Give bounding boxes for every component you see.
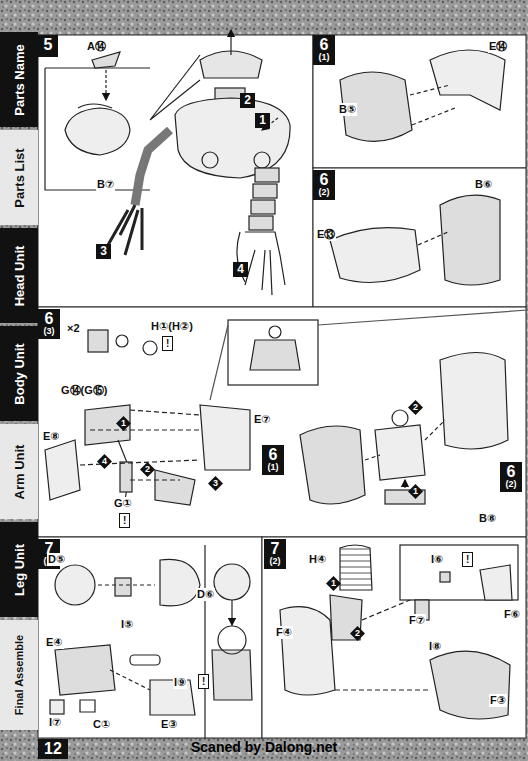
node-text: 2 (413, 402, 418, 412)
node-text: 6 (503, 464, 519, 480)
node-text: Parts List (12, 148, 27, 207)
node-text: Leg Unit (12, 544, 27, 596)
index-tab: Parts List (0, 130, 38, 225)
node-text: (2) (316, 188, 332, 197)
callout-number: 2 (350, 626, 365, 641)
part-label: F⑥ (503, 608, 521, 621)
part-label: F③ (489, 694, 507, 707)
part-label: H④ (308, 553, 327, 566)
part-label: I⑨ (173, 676, 187, 689)
part-label: B⑤ (338, 103, 357, 116)
node-text: 12 (41, 741, 65, 757)
callout-number: 3 (208, 476, 223, 491)
part-label: A⑭ (86, 40, 107, 53)
node-text: 6 (316, 172, 332, 188)
callout-number: 2 (240, 93, 255, 108)
callout-number: 1 (408, 484, 423, 499)
part-label: B⑥ (474, 178, 493, 191)
node-text: 5 (41, 37, 55, 53)
node-text: (2) (503, 480, 519, 489)
callout-number: 1 (255, 113, 270, 128)
part-label: E④ (45, 636, 64, 649)
step-number: 6(1) (262, 445, 284, 475)
step-number: 6(2) (313, 170, 335, 200)
node-text: (1) (265, 463, 281, 472)
step-number: 5 (38, 35, 58, 57)
part-label: D⑤ (47, 553, 66, 566)
part-label: E⑬ (316, 228, 336, 241)
index-tab: Arm Unit (0, 424, 38, 519)
caution-mark: ! (162, 336, 173, 351)
part-label: B⑦ (96, 178, 115, 191)
node-text: 4 (102, 456, 107, 466)
part-label: I⑥ (430, 553, 444, 566)
callout-number: 2 (140, 462, 155, 477)
part-label: I⑦ (48, 716, 62, 729)
node-text: 1 (331, 578, 336, 588)
step-number: 6(2) (500, 462, 522, 492)
part-label: G⑭(G⑮) (60, 384, 108, 397)
callout-number: 2 (408, 400, 423, 415)
node-text: (1) (316, 53, 332, 62)
index-tab: Head Unit (0, 228, 38, 323)
index-tab: Parts Name (0, 32, 38, 127)
part-label: E⑦ (253, 413, 272, 426)
node-text: 3 (213, 478, 218, 488)
part-label: D⑥ (196, 588, 215, 601)
caution-mark: ! (462, 552, 473, 567)
caution-mark: ! (119, 513, 130, 528)
node-text: 6 (316, 37, 332, 53)
part-label: B⑧ (478, 512, 497, 525)
part-label: F⑦ (408, 614, 426, 627)
node-text: 2 (145, 464, 150, 474)
watermark: Scaned by Dalong.net (190, 741, 338, 754)
node-text: Final Assemble (13, 635, 25, 715)
part-label: I⑧ (428, 640, 442, 653)
caution-mark: ! (198, 674, 209, 689)
part-label: I⑤ (120, 618, 134, 631)
node-text: 1 (413, 486, 418, 496)
node-text: 4 (237, 262, 244, 276)
index-tab: Final Assemble (0, 620, 38, 730)
part-label: E⑭ (488, 40, 508, 53)
node-text: 3 (100, 244, 107, 258)
callout-number: 1 (116, 416, 131, 431)
node-text: 2 (244, 93, 251, 107)
node-text: Arm Unit (12, 444, 27, 499)
callout-number: 3 (96, 244, 111, 259)
node-text: (3) (41, 327, 57, 336)
node-text: 1 (259, 113, 266, 127)
node-text: Head Unit (12, 245, 27, 306)
step-number: 7(2) (264, 539, 286, 569)
index-tab: Leg Unit (0, 522, 38, 617)
node-text: Body Unit (12, 343, 27, 404)
step-number: 6(3) (38, 309, 60, 339)
callout-number: 4 (233, 262, 248, 277)
part-label: H①(H②) (150, 320, 194, 333)
node-text: 7 (267, 541, 283, 557)
node-text: (2) (267, 557, 283, 566)
node-text: 6 (41, 311, 57, 327)
index-tab: Body Unit (0, 326, 38, 421)
node-text: Parts Name (12, 44, 27, 116)
node-text: 6 (265, 447, 281, 463)
part-label: G① (113, 497, 133, 510)
part-label: C① (92, 718, 111, 731)
part-label: F④ (275, 626, 293, 639)
callout-number: 4 (97, 454, 112, 469)
part-label: ×2 (66, 322, 81, 335)
part-label: E③ (160, 718, 179, 731)
step-number: 12 (38, 739, 68, 759)
part-label: E⑧ (42, 430, 61, 443)
callout-number: 1 (326, 576, 341, 591)
node-text: 2 (355, 628, 360, 638)
node-text: 1 (121, 418, 126, 428)
step-number: 6(1) (313, 35, 335, 65)
